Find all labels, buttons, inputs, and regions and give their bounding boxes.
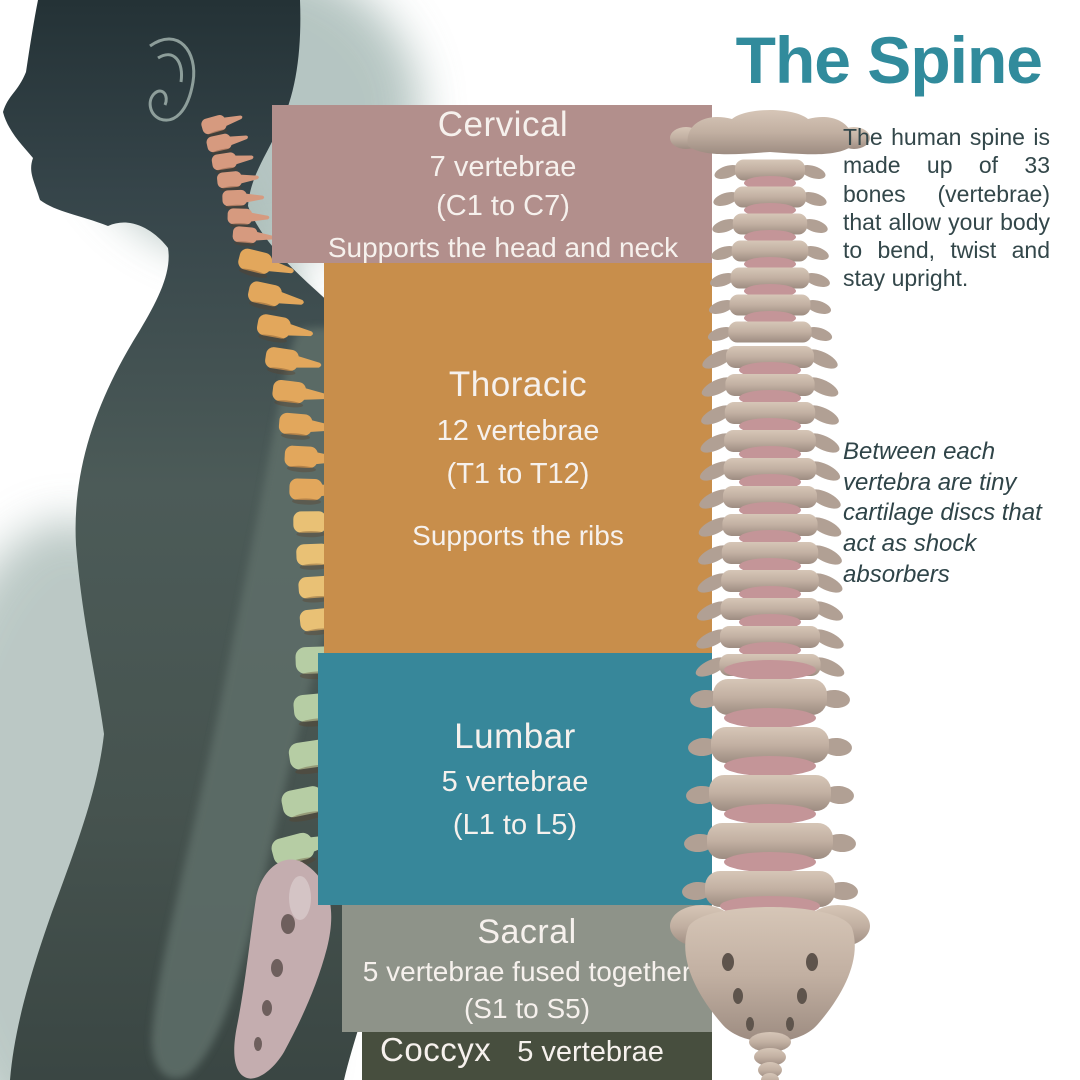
section-count: 12 vertebrae: [436, 414, 600, 447]
section-function: Supports the head and neck: [327, 231, 679, 263]
page-title: The Spine: [735, 23, 1043, 97]
section-function: Supports the ribs: [412, 519, 624, 551]
vertebra-stack: [682, 159, 858, 907]
section-count: 5 vertebrae fused together: [362, 956, 692, 988]
section-title: Sacral: [477, 913, 577, 952]
coccyx-front: [749, 1032, 791, 1080]
section-range: (C1 to C7): [436, 190, 570, 223]
spine-front-illustration: [670, 110, 870, 1080]
sacrum-front: [670, 896, 870, 1042]
sacrum-side: [234, 859, 332, 1079]
section-count: 5 vertebrae: [441, 766, 589, 799]
section-count: 5 vertebrae: [517, 1036, 664, 1068]
section-range: (S1 to S5): [463, 992, 591, 1024]
section-title: Thoracic: [448, 364, 588, 404]
section-band-cervical: Cervical 7 vertebrae (C1 to C7) Supports…: [272, 105, 712, 263]
section-title: Cervical: [437, 104, 569, 144]
section-title: Lumbar: [454, 716, 576, 756]
atlas-vertebra: [670, 110, 870, 155]
section-range: (T1 to T12): [446, 458, 590, 491]
note-paragraph: Between each vertebra are tiny cartilage…: [843, 438, 1042, 588]
section-band-thoracic: Thoracic 12 vertebrae (T1 to T12) Suppor…: [324, 263, 712, 653]
section-band-coccyx: Coccyx 5 vertebrae: [362, 1031, 712, 1080]
section-title: Coccyx: [380, 1031, 492, 1068]
section-band-lumbar: Lumbar 5 vertebrae (L1 to L5): [318, 653, 712, 905]
section-band-sacral: Sacral 5 vertebrae fused together (S1 to…: [342, 905, 712, 1032]
intro-paragraph: The human spine is made up of 33 bones (…: [843, 124, 1050, 292]
ear-icon: [148, 37, 196, 122]
section-count: 7 vertebrae: [429, 150, 577, 183]
section-range: (L1 to L5): [452, 808, 578, 841]
